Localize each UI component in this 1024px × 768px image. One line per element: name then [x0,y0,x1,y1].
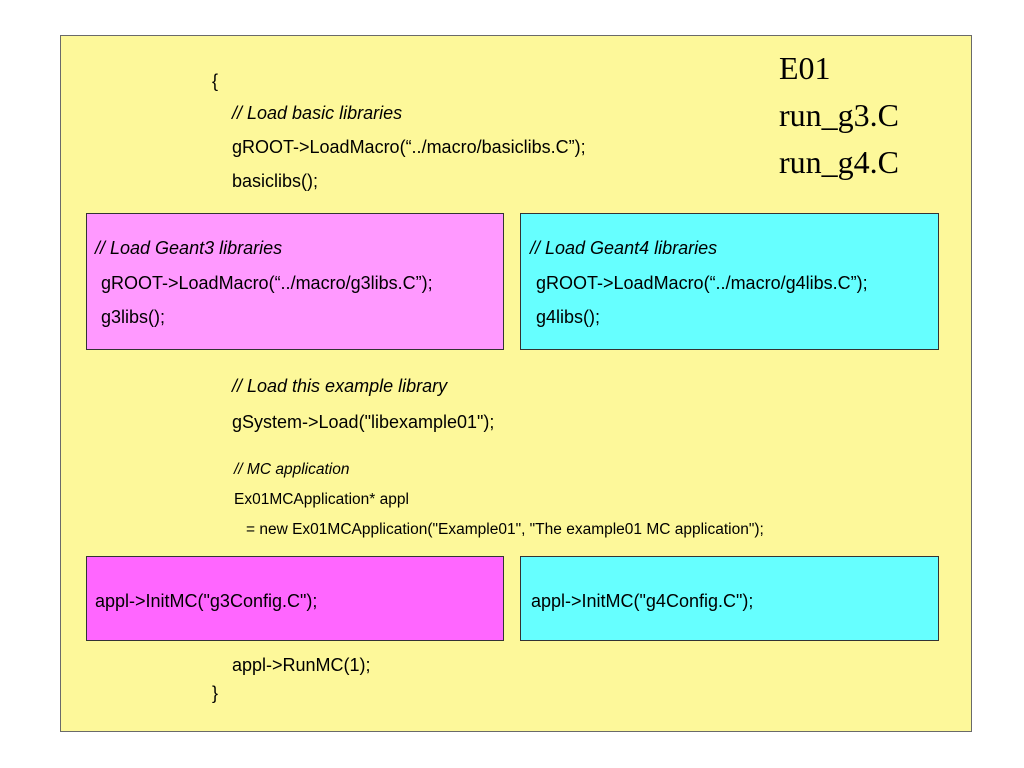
example-lib-load: gSystem->Load("libexample01"); [232,412,495,432]
geant4-load-macro: gROOT->LoadMacro(“../macro/g4libs.C”); [536,273,868,293]
geant4-call: g4libs(); [536,307,601,327]
close-brace: } [212,683,219,703]
title-line-run-g3: run_g3.C [779,97,899,133]
init-g3-box: appl->InitMC("g3Config.C"); [86,556,504,641]
geant4-libraries-box: // Load Geant4 libraries gROOT->LoadMacr… [520,213,939,350]
mc-application-declaration: Ex01MCApplication* appl [234,491,409,508]
mc-application-comment: // MC application [234,461,350,478]
geant3-libraries-box: // Load Geant3 libraries gROOT->LoadMacr… [86,213,504,350]
mc-application-new: = new Ex01MCApplication("Example01", "Th… [246,521,764,538]
basic-libs-load-macro: gROOT->LoadMacro(“../macro/basiclibs.C”)… [232,137,586,157]
geant3-comment: // Load Geant3 libraries [95,238,283,258]
geant4-comment: // Load Geant4 libraries [530,238,718,258]
basic-libs-comment: // Load basic libraries [232,103,403,123]
geant3-load-macro: gROOT->LoadMacro(“../macro/g3libs.C”); [101,273,433,293]
init-g3-call: appl->InitMC("g3Config.C"); [95,591,318,611]
geant3-call: g3libs(); [101,307,166,327]
init-g4-box: appl->InitMC("g4Config.C"); [520,556,939,641]
title-line-run-g4: run_g4.C [779,144,899,180]
basic-libs-call: basiclibs(); [232,171,319,191]
title-line-e01: E01 [779,50,831,86]
open-brace: { [212,71,219,91]
init-g4-call: appl->InitMC("g4Config.C"); [531,591,754,611]
run-mc-call: appl->RunMC(1); [232,655,371,675]
example-lib-comment: // Load this example library [232,376,448,396]
